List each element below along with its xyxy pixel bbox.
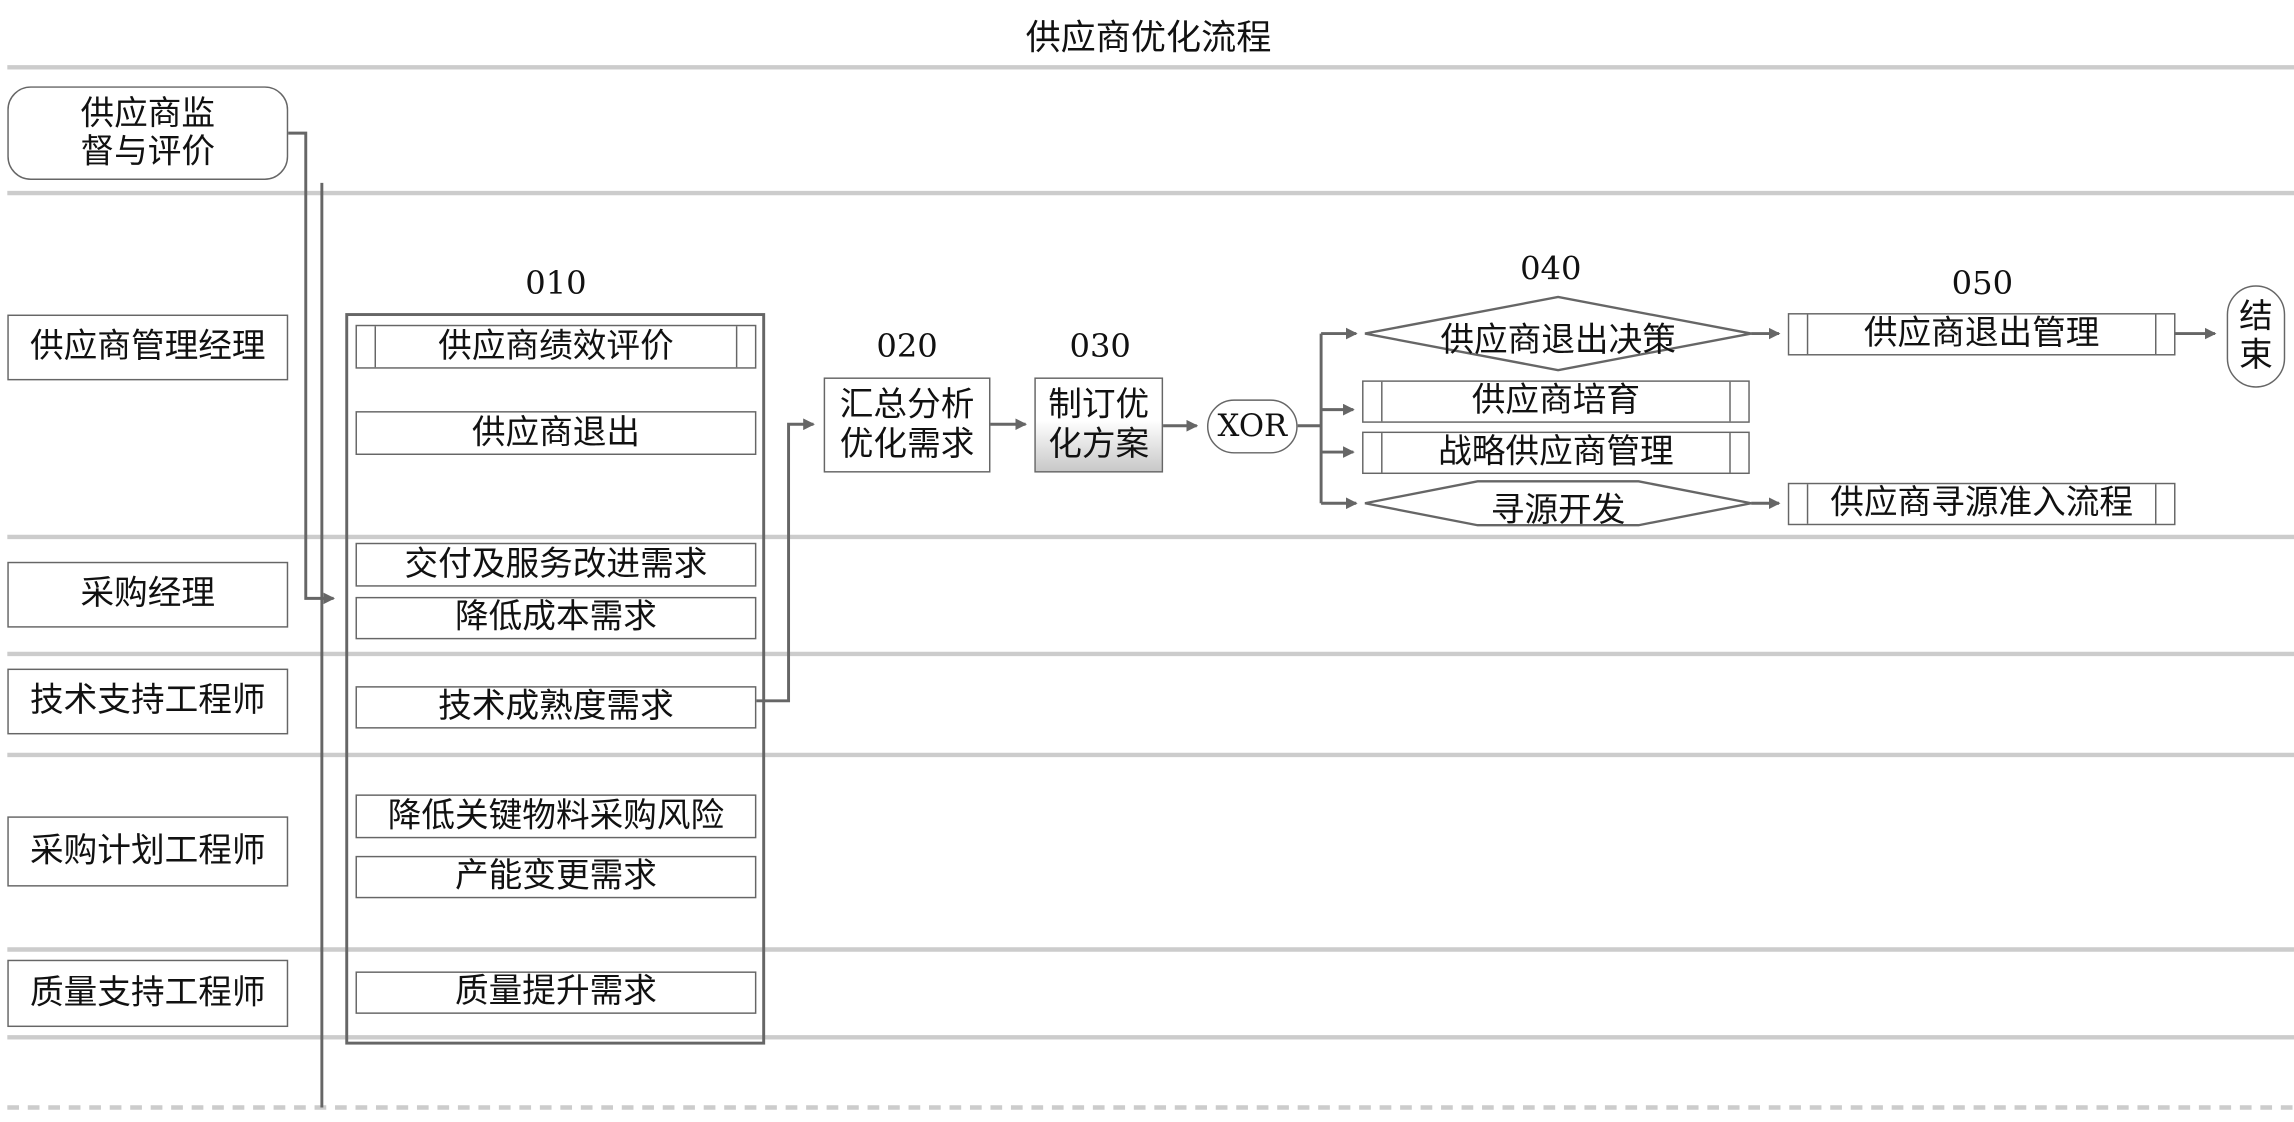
step-010-group [345,313,766,1045]
sourcing-flow-box[interactable]: 供应商寻源准入流程 [1787,482,2176,526]
item-performance-eval[interactable]: 供应商绩效评价 [355,324,757,369]
step-040-label[interactable]: 供应商退出决策 [1440,321,1676,360]
item-cost-reduction[interactable]: 降低成本需求 [355,596,757,640]
step-050-box[interactable]: 供应商退出管理 [1787,313,2176,356]
lane-dividers [7,65,2294,1110]
step-020-id: 020 [876,329,938,366]
role-purchasing-manager: 采购经理 [7,561,289,628]
diagram-title: 供应商优化流程 [1025,17,1272,59]
end-event[interactable]: 结束 [2226,285,2286,388]
branch-sourcing-label[interactable]: 寻源开发 [1490,491,1626,530]
branch-cultivate[interactable]: 供应商培育 [1362,380,1750,423]
item-capacity-change[interactable]: 产能变更需求 [355,855,757,899]
item-material-risk[interactable]: 降低关键物料采购风险 [355,794,757,839]
step-020-box[interactable]: 汇总分析优化需求 [823,377,991,473]
xor-gateway[interactable]: XOR [1206,399,1298,454]
step-010-id: 010 [525,266,587,303]
start-event[interactable]: 供应商监督与评价 [7,86,289,180]
step-040-id: 040 [1520,251,1582,289]
item-quality-improvement[interactable]: 质量提升需求 [355,971,757,1014]
item-supplier-exit[interactable]: 供应商退出 [355,411,757,455]
step-050-id: 050 [1951,266,2014,303]
step-030-id: 030 [1069,329,1131,366]
decision-diamond-040 [1364,295,1752,372]
role-quality-engineer: 质量支持工程师 [7,959,289,1028]
branch-strategic[interactable]: 战略供应商管理 [1362,431,1750,475]
step-030-box[interactable]: 制订优化方案 [1034,377,1164,473]
role-planning-engineer: 采购计划工程师 [7,816,289,887]
item-tech-maturity[interactable]: 技术成熟度需求 [355,686,757,729]
role-tech-support-engineer: 技术支持工程师 [7,668,289,735]
role-supplier-manager: 供应商管理经理 [7,314,289,381]
sourcing-hexagon [1364,480,1752,527]
item-delivery-improvement[interactable]: 交付及服务改进需求 [355,542,757,587]
